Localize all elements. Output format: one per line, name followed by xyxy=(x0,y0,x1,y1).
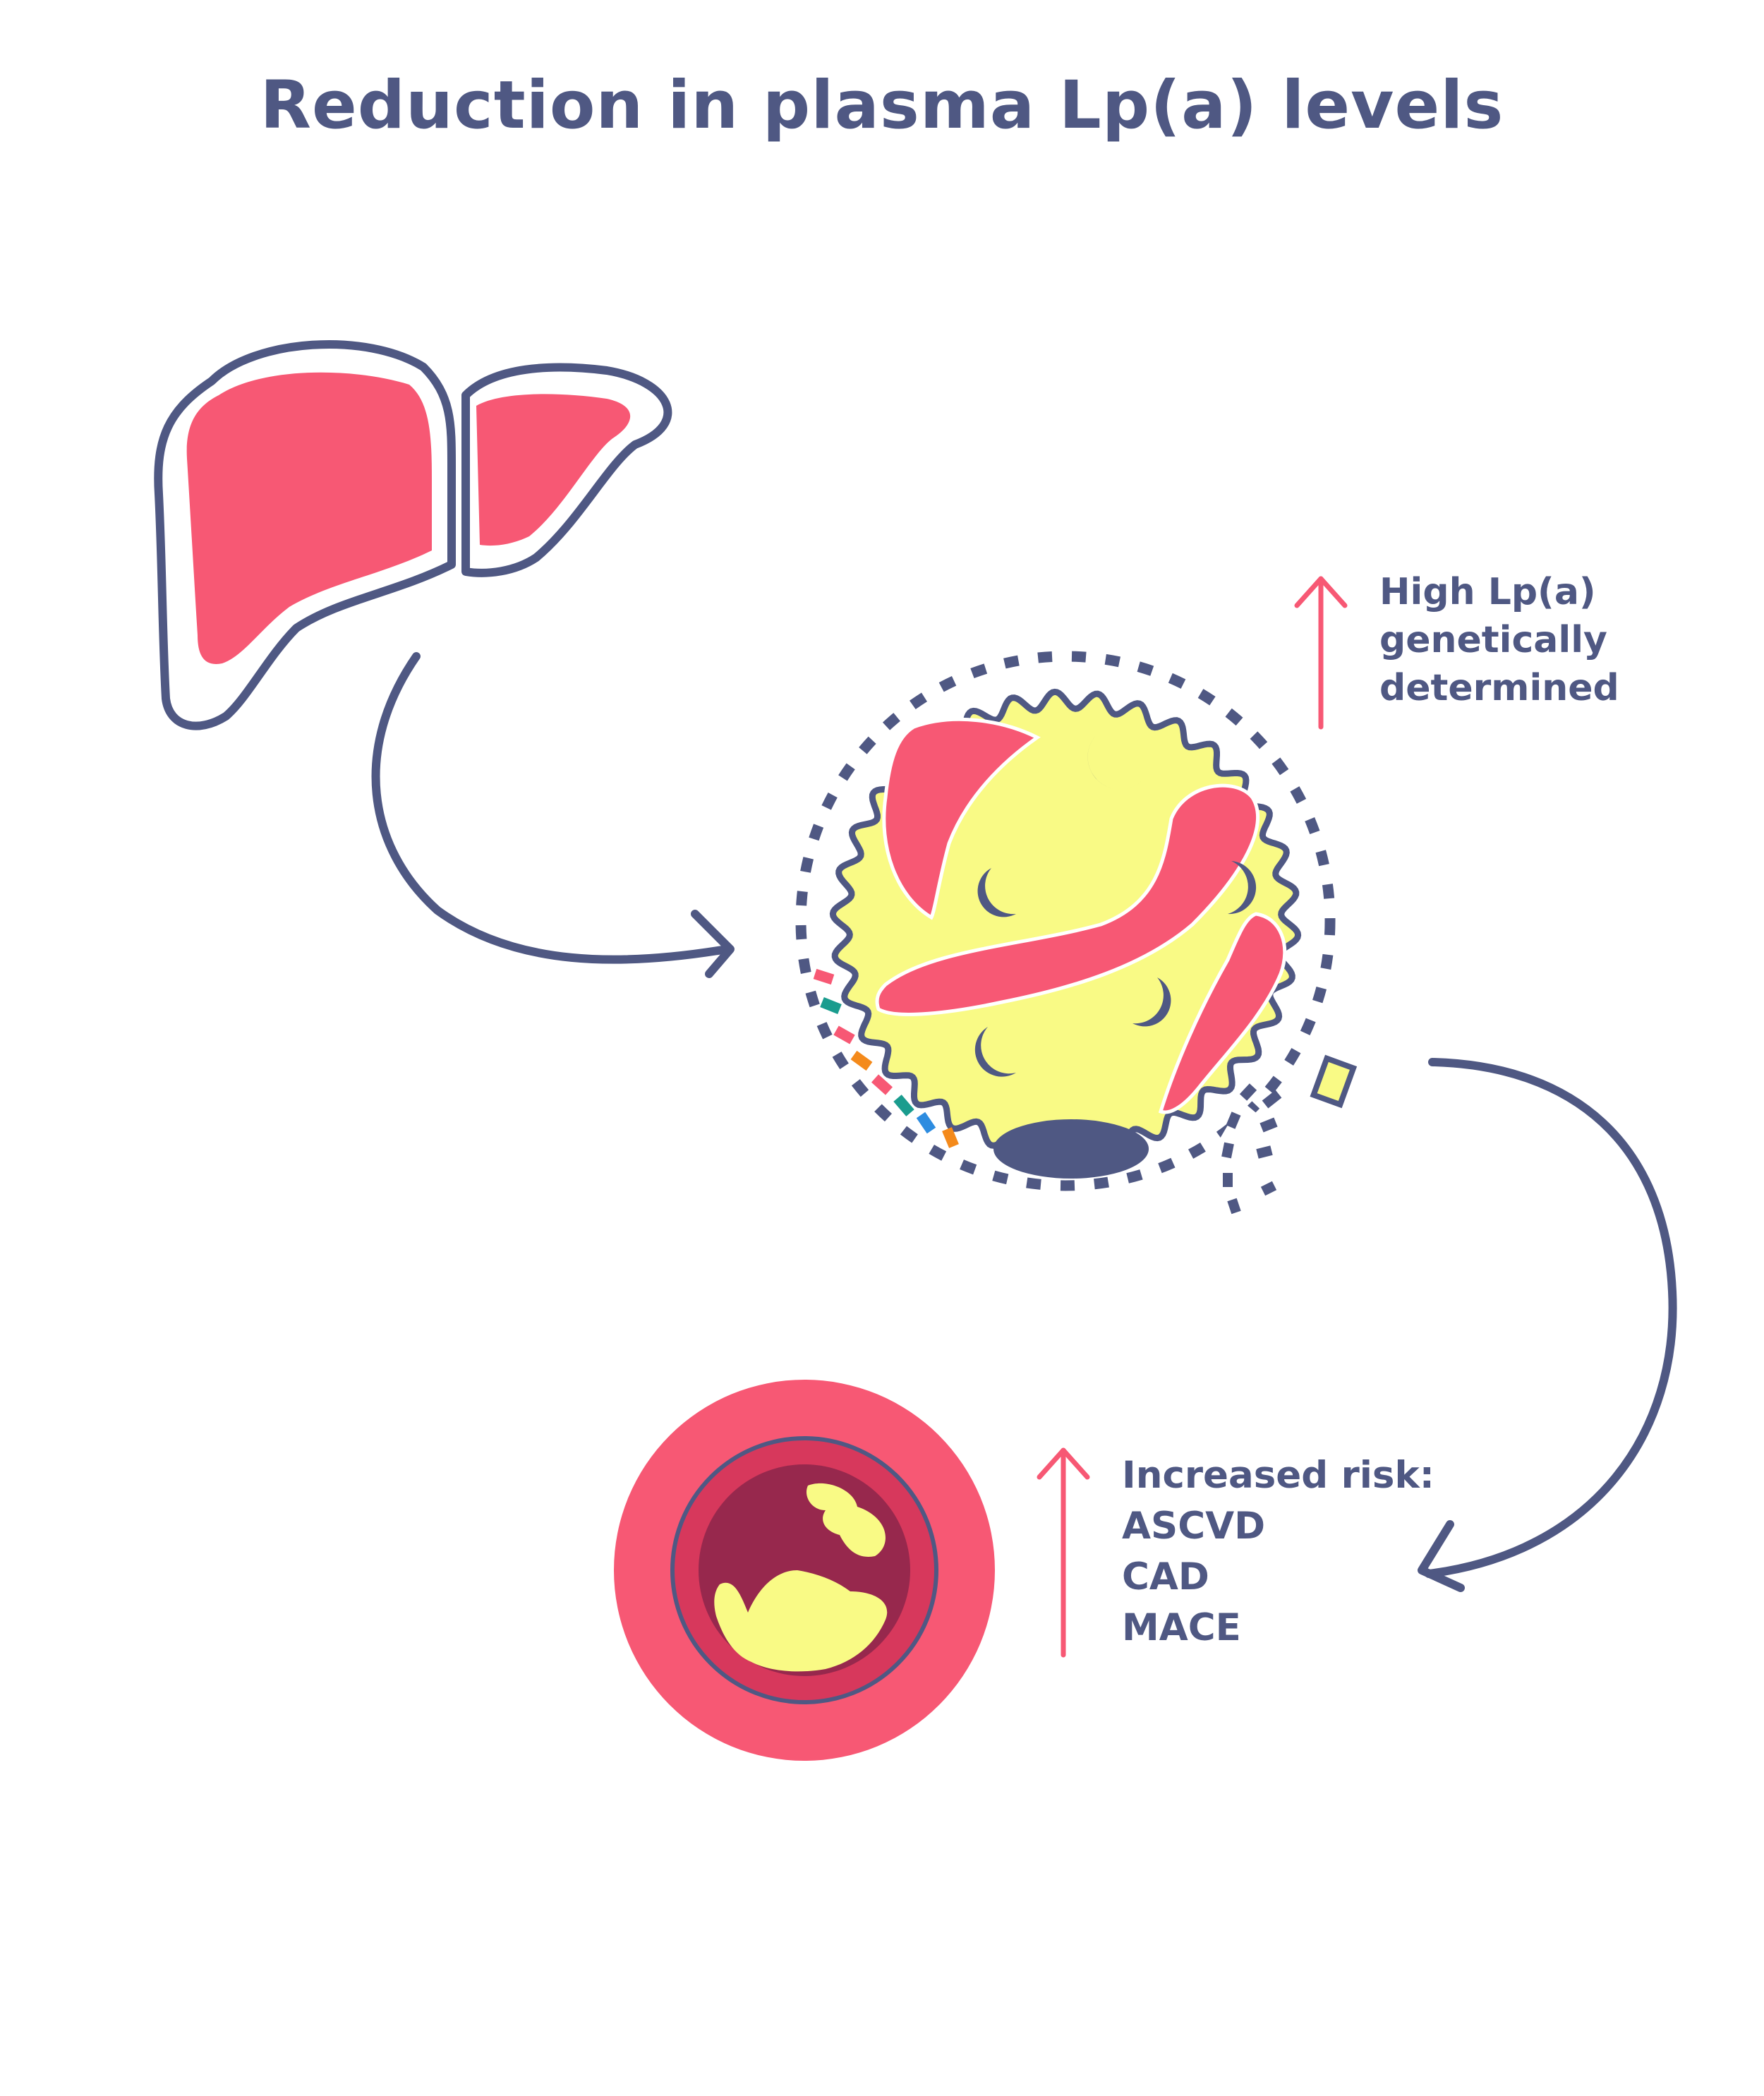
flow-arrow-particle-to-artery xyxy=(1418,1058,1677,1592)
flow-arrow-liver-to-particle xyxy=(371,652,735,978)
page-title: Reduction in plasma Lp(a) levels xyxy=(260,67,1504,144)
lpa-note-line: genetically xyxy=(1379,619,1607,661)
risk-note-line: CAD xyxy=(1122,1555,1209,1598)
lpa-genetic-note: High Lp(a) genetically determined xyxy=(1379,568,1619,712)
lpa-note-line: High Lp(a) xyxy=(1379,571,1596,613)
risk-note-line: ASCVD xyxy=(1122,1505,1266,1548)
risk-note: Increased risk: ASCVD CAD MACE xyxy=(1122,1450,1434,1654)
increase-arrow-icon xyxy=(1294,576,1348,730)
artery-cross-section-icon xyxy=(614,1380,995,1761)
risk-note-line: MACE xyxy=(1122,1606,1241,1649)
risk-note-line: Increased risk: xyxy=(1122,1454,1434,1497)
lpa-note-line: determined xyxy=(1379,667,1619,709)
increase-arrow-icon xyxy=(1037,1447,1090,1658)
lipoprotein-particle-icon xyxy=(795,651,1358,1215)
liver-icon xyxy=(154,340,672,730)
